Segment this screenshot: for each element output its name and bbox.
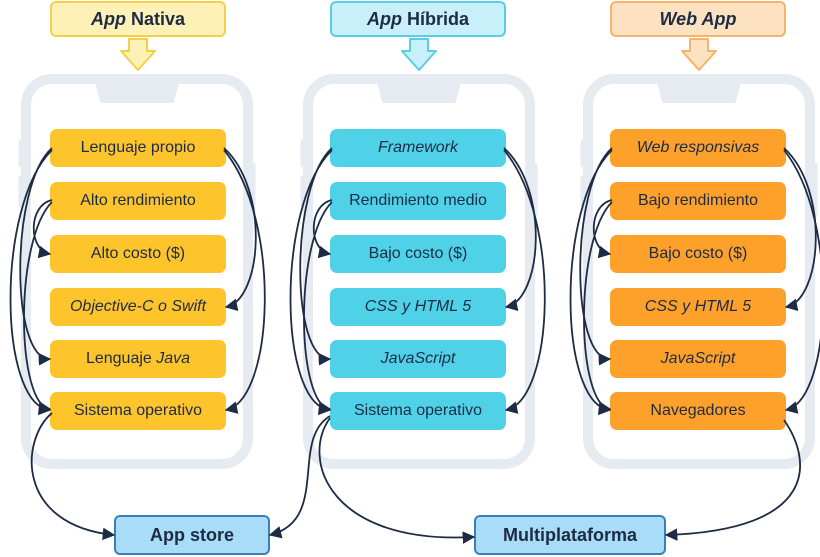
connector-arrow [503,147,537,311]
connector-arrow [312,199,333,259]
feature-lenguaje-propio: Lenguaje propio [50,129,226,167]
feature-bajo-rendimiento: Bajo rendimiento [610,182,786,220]
connector-arrow [783,149,820,414]
feature-javascript: JavaScript [330,340,506,378]
connector-arrow [664,419,801,541]
feature-css-html5: CSS y HTML 5 [610,288,786,326]
connector-arrow [30,412,116,541]
header-italic-text: App [366,8,402,29]
connector-arrow [318,417,476,544]
connector-arrow [32,199,53,259]
connector-arrow [583,201,613,414]
feature-objective-c-swift: Objective-C o Swift [50,288,226,326]
feature-web-responsivas: Web responsivas [610,129,786,167]
feature-sistema-operativo: Sistema operativo [50,392,226,430]
feature-lenguaje-java: Lenguaje Java [50,340,226,378]
connector-arrow [289,149,333,416]
connector-arrow [783,147,817,311]
connector-arrow [268,415,331,539]
connector-arrow [503,149,546,414]
header-italic-text: App [90,8,126,29]
feature-rendimiento-medio: Rendimiento medio [330,182,506,220]
connector-arrow [303,201,333,414]
feature-bajo-costo: Bajo costo ($) [610,235,786,273]
feature-javascript: JavaScript [610,340,786,378]
connector-arrow [592,199,613,259]
connector-arrow [223,147,257,311]
header-pointer-nativa [120,38,156,71]
connector-arrow [223,149,266,414]
connector-arrow [23,201,53,414]
feature-css-html5: CSS y HTML 5 [330,288,506,326]
connector-arrow [569,149,613,416]
feature-alto-costo: Alto costo ($) [50,235,226,273]
header-text: Híbrida [406,8,469,29]
header-web-app: Web App [610,1,786,37]
feature-sistema-operativo: Sistema operativo [330,392,506,430]
feature-framework: Framework [330,129,506,167]
header-pointer-hibrida [401,38,437,71]
header-app-nativa: App Nativa [50,1,226,37]
header-app-hibrida: App Híbrida [330,1,506,37]
header-pointer-webapp [681,38,717,71]
feature-alto-rendimiento: Alto rendimiento [50,182,226,220]
feature-navegadores: Navegadores [610,392,786,430]
header-text: Nativa [130,8,186,29]
header-italic-text: Web App [659,8,737,29]
feature-bajo-costo: Bajo costo ($) [330,235,506,273]
outcome-app-store: App store [114,515,270,555]
connector-arrow [9,149,53,416]
